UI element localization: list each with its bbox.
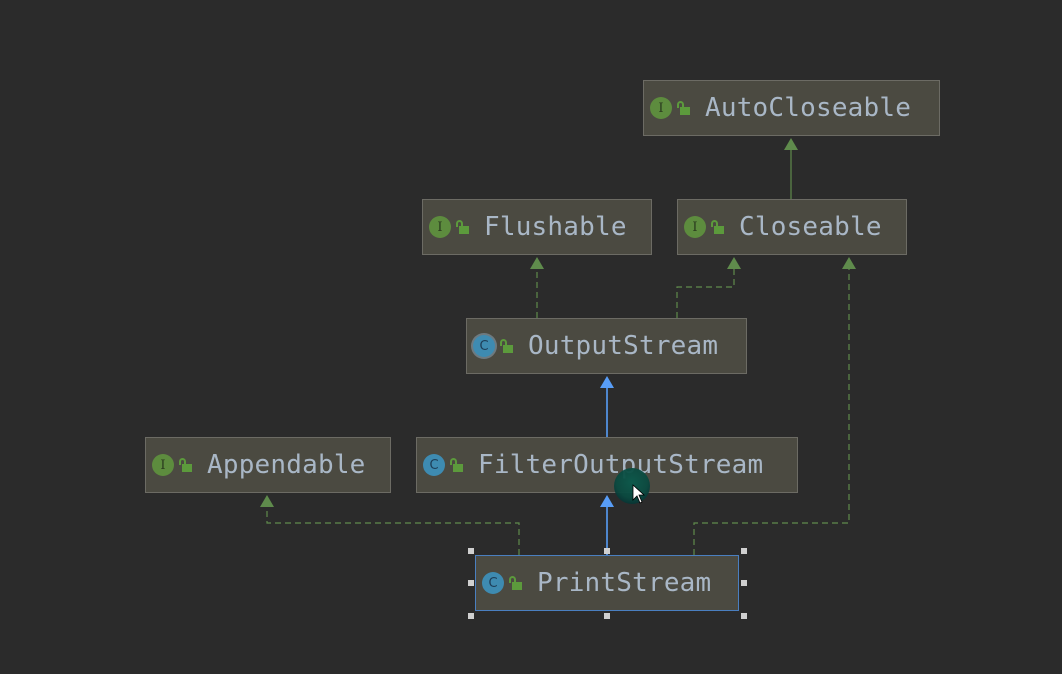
arrowhead-icon — [784, 138, 798, 150]
node-outputstream[interactable]: C OutputStream — [466, 318, 747, 374]
abstract-class-icon: C — [473, 335, 495, 357]
click-highlight — [614, 468, 650, 504]
resize-handle-se[interactable] — [741, 613, 747, 619]
node-label: PrintStream — [537, 568, 712, 598]
arrowhead-icon — [530, 257, 544, 269]
interface-icon: I — [684, 216, 706, 238]
class-icon: C — [423, 454, 445, 476]
resize-handle-e[interactable] — [741, 580, 747, 586]
interface-icon: I — [429, 216, 451, 238]
node-label: AutoCloseable — [705, 93, 912, 123]
interface-icon: I — [152, 454, 174, 476]
node-label: Closeable — [739, 212, 882, 242]
arrowhead-icon — [727, 257, 741, 269]
node-closeable[interactable]: I Closeable — [677, 199, 907, 255]
edges-layer — [260, 138, 856, 555]
node-printstream[interactable]: C PrintStream — [475, 555, 739, 611]
node-label: Appendable — [207, 450, 366, 480]
public-lock-icon — [677, 100, 691, 116]
edge-printstream-to-closeable[interactable] — [693, 267, 850, 555]
resize-handle-nw[interactable] — [468, 548, 474, 554]
node-label: Flushable — [484, 212, 627, 242]
arrowhead-icon — [600, 495, 614, 507]
edge-printstream-to-appendable[interactable] — [266, 505, 520, 555]
interface-icon: I — [650, 97, 672, 119]
edge-outputstream-to-closeable[interactable] — [676, 267, 735, 318]
resize-handle-w[interactable] — [468, 580, 474, 586]
resize-handle-ne[interactable] — [741, 548, 747, 554]
public-lock-icon — [509, 575, 523, 591]
node-label: OutputStream — [528, 331, 719, 361]
resize-handle-n[interactable] — [604, 548, 610, 554]
resize-handle-sw[interactable] — [468, 613, 474, 619]
public-lock-icon — [711, 219, 725, 235]
node-filteroutputstream[interactable]: C FilterOutputStream — [416, 437, 798, 493]
node-autocloseable[interactable]: I AutoCloseable — [643, 80, 940, 136]
public-lock-icon — [450, 457, 464, 473]
arrowhead-icon — [842, 257, 856, 269]
arrowhead-icon — [600, 376, 614, 388]
resize-handle-s[interactable] — [604, 613, 610, 619]
node-flushable[interactable]: I Flushable — [422, 199, 652, 255]
node-appendable[interactable]: I Appendable — [145, 437, 391, 493]
public-lock-icon — [500, 338, 514, 354]
mouse-pointer-icon — [632, 484, 646, 504]
public-lock-icon — [456, 219, 470, 235]
arrowhead-icon — [260, 495, 274, 507]
class-icon: C — [482, 572, 504, 594]
public-lock-icon — [179, 457, 193, 473]
